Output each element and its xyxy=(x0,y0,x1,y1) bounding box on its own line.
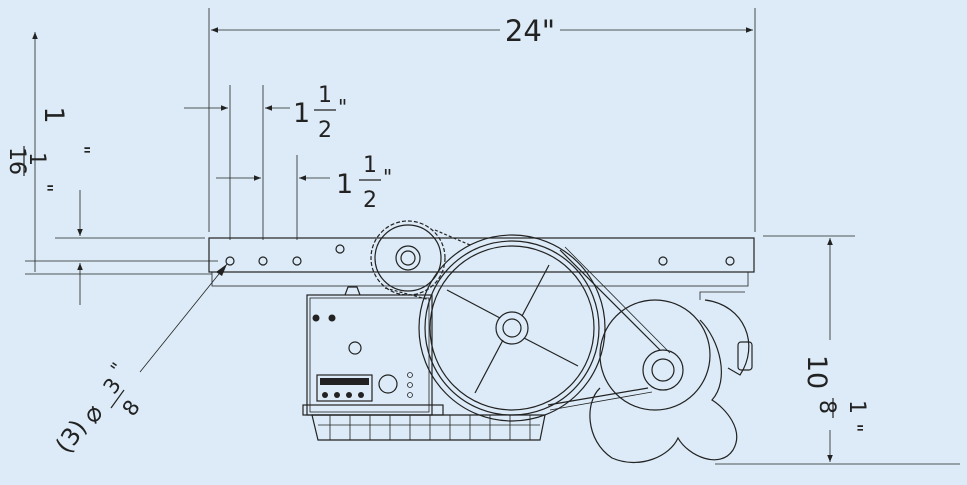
vertical-offset-num: 1 xyxy=(24,152,49,166)
control-box xyxy=(302,286,546,441)
hole-spacing-1-unit: " xyxy=(338,95,347,119)
vertical-offset-unit-2: " xyxy=(70,145,94,154)
vertical-offset-unit: " xyxy=(33,183,57,192)
hole-callout-unit: " xyxy=(107,359,129,378)
height-whole: 10 xyxy=(801,355,832,389)
hole-spacing-2-den: 2 xyxy=(363,188,377,213)
hole-spacing-2-whole: 1 xyxy=(336,169,353,200)
top-rail xyxy=(208,237,755,287)
rail-hole-right-2 xyxy=(725,256,735,266)
hole-spacing-1-den: 2 xyxy=(318,118,332,143)
mounting-hole-2 xyxy=(258,256,268,266)
overall-width-label: 24" xyxy=(505,14,555,48)
mounting-hole-1 xyxy=(225,256,235,266)
overall-width-dimension: 24" xyxy=(208,8,756,232)
fan-impeller xyxy=(589,291,753,463)
mounting-hole-3 xyxy=(292,256,302,266)
vertical-offset-whole: 1 xyxy=(38,106,69,123)
hole-spacing-1-whole: 1 xyxy=(293,98,310,129)
hole-callout: (3) ⌀ 3 8 " xyxy=(50,263,228,459)
height-unit: " xyxy=(843,423,867,432)
hole-spacing-1-num: 1 xyxy=(318,83,332,108)
hole-spacing-dimension-2: 1 1 2 " xyxy=(216,153,392,240)
hole-callout-den: 8 xyxy=(118,396,145,421)
height-dimension: 10 1 8 " xyxy=(715,235,960,465)
rail-hole-right-1 xyxy=(658,256,668,266)
vertical-offset-den: 16 xyxy=(4,147,29,175)
height-num: 1 xyxy=(844,400,869,414)
rail-hole xyxy=(335,244,345,254)
small-sprocket xyxy=(370,220,446,296)
height-den: 8 xyxy=(814,400,839,414)
hole-callout-prefix: (3) xyxy=(50,415,92,459)
hole-spacing-2-unit: " xyxy=(383,165,392,189)
hole-spacing-2-num: 1 xyxy=(363,153,377,178)
hole-spacing-dimension-1: 1 1 2 " xyxy=(184,83,347,240)
vertical-offset-dimension: 1 1 16 " " xyxy=(4,32,218,305)
large-drive-wheel xyxy=(418,234,606,422)
